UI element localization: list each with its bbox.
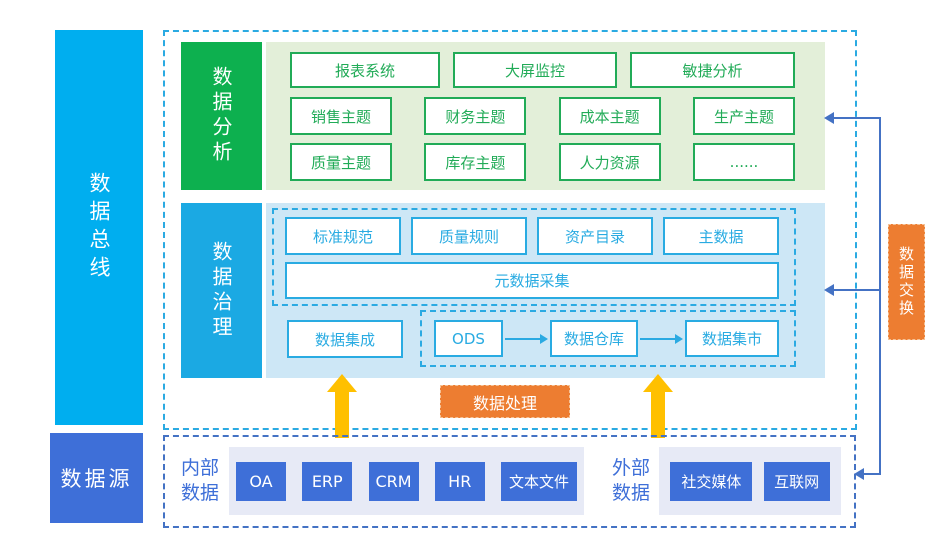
data-exchange-bar: 数据交换	[888, 224, 925, 340]
analysis-row-1: 报表系统 大屏监控 敏捷分析	[290, 52, 795, 88]
governance-panel: 标准规范 质量规则 资产目录 主数据 元数据采集 数据集成 ODS 数据仓库 数…	[266, 203, 825, 378]
box-more-topics: ......	[692, 143, 795, 181]
left-arrowhead-icon	[854, 468, 864, 480]
box-master-data: 主数据	[663, 217, 779, 255]
box-data-mart: 数据集市	[685, 320, 779, 357]
left-arrowhead-icon	[824, 284, 834, 296]
box-crm: CRM	[368, 461, 419, 501]
internal-data-label: 内部数据	[180, 457, 219, 504]
box-sales-topic: 销售主题	[290, 97, 392, 135]
box-social-media: 社交媒体	[670, 461, 753, 501]
box-hr-topic: 人力资源	[558, 143, 661, 181]
box-finance-topic: 财务主题	[424, 97, 527, 135]
left-arrowhead-icon	[824, 112, 834, 124]
box-quality-topic: 质量主题	[290, 143, 392, 181]
box-cost-topic: 成本主题	[558, 97, 661, 135]
box-agile-analysis: 敏捷分析	[630, 52, 795, 88]
box-text-file: 文本文件	[501, 461, 577, 501]
box-internet: 互联网	[763, 461, 830, 501]
governance-section-title: 数据治理	[209, 240, 233, 341]
analysis-section-label: 数据分析	[181, 42, 262, 190]
left-arrow-icon	[834, 289, 881, 291]
warehouse-flow-group: ODS 数据仓库 数据集市	[420, 310, 796, 367]
box-metadata-collection: 元数据采集	[285, 262, 779, 299]
box-ods: ODS	[434, 320, 503, 357]
box-production-topic: 生产主题	[692, 97, 795, 135]
left-arrow-icon	[864, 473, 881, 475]
governance-section-label: 数据治理	[181, 203, 262, 378]
standards-row: 标准规范 质量规则 资产目录 主数据	[285, 217, 779, 255]
box-report-system: 报表系统	[290, 52, 440, 88]
analysis-row-2: 销售主题 财务主题 成本主题 生产主题	[290, 97, 795, 135]
left-arrow-icon	[834, 117, 881, 119]
box-inventory-topic: 库存主题	[424, 143, 527, 181]
box-oa: OA	[236, 461, 286, 501]
right-arrow-icon	[640, 333, 683, 344]
data-exchange-label: 数据交换	[897, 246, 915, 318]
up-arrow-icon	[327, 374, 357, 438]
data-bus-bar: 数据总线	[55, 30, 143, 425]
external-data-strip: 社交媒体 互联网	[659, 447, 841, 515]
up-arrow-icon	[643, 374, 673, 438]
internal-data-strip: OA ERP CRM HR 文本文件	[229, 447, 584, 515]
box-standard-spec: 标准规范	[285, 217, 401, 255]
data-bus-label: 数据总线	[87, 171, 111, 284]
box-asset-catalog: 资产目录	[537, 217, 653, 255]
analysis-section-title: 数据分析	[209, 66, 233, 166]
box-data-integration: 数据集成	[287, 320, 403, 358]
box-erp: ERP	[302, 461, 353, 501]
box-hr: HR	[434, 461, 485, 501]
right-arrow-icon	[505, 333, 548, 344]
analysis-panel: 报表系统 大屏监控 敏捷分析 销售主题 财务主题 成本主题 生产主题 质量主题 …	[266, 42, 825, 190]
exchange-connector-line	[879, 117, 881, 475]
box-quality-rules: 质量规则	[411, 217, 527, 255]
standards-dashed-group: 标准规范 质量规则 资产目录 主数据 元数据采集	[272, 208, 796, 306]
box-data-warehouse: 数据仓库	[550, 320, 638, 357]
analysis-row-3: 质量主题 库存主题 人力资源 ......	[290, 143, 795, 181]
data-source-label: 数据源	[50, 433, 143, 523]
data-source-dashed-container: 内部数据 OA ERP CRM HR 文本文件 外部数据 社交媒体 互联网	[163, 435, 856, 528]
data-process-badge: 数据处理	[440, 385, 570, 418]
box-dashboard-monitor: 大屏监控	[453, 52, 617, 88]
external-data-label: 外部数据	[611, 457, 650, 504]
